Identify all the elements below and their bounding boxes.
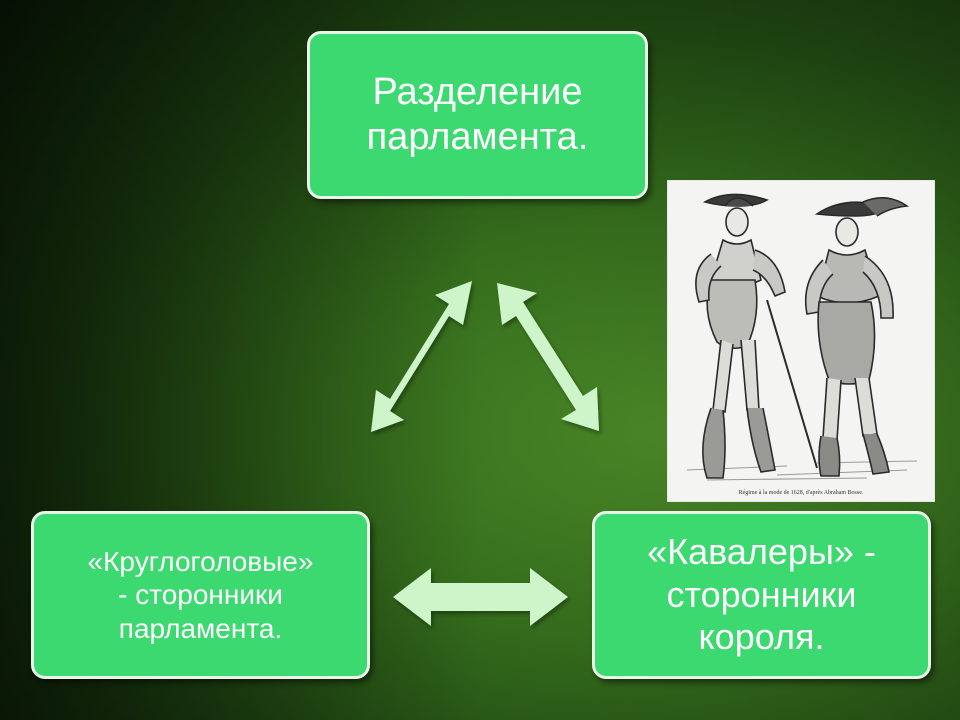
double-arrow-left-diagonal bbox=[371, 281, 472, 432]
cavaliers-engraving-image: Régime à la mode de 1628, d'après Abraha… bbox=[667, 180, 935, 502]
double-arrow-right-diagonal bbox=[497, 283, 599, 431]
node-parliament-split: Разделение парламента. bbox=[307, 31, 648, 199]
engraving-caption: Régime à la mode de 1628, d'après Abraha… bbox=[739, 490, 864, 496]
node-parliament-split-label: Разделение парламента. bbox=[366, 71, 589, 158]
cavalier-figure-right bbox=[804, 197, 910, 477]
cavalier-figure-left bbox=[695, 193, 818, 479]
node-roundheads: «Круглоголовые» - сторонники парламента. bbox=[31, 511, 370, 679]
node-cavaliers-label: «Кавалеры» - сторонники короля. bbox=[647, 531, 876, 658]
double-arrow-horizontal bbox=[393, 568, 568, 626]
node-roundheads-label: «Круглоголовые» - сторонники парламента. bbox=[87, 546, 314, 644]
node-cavaliers: «Кавалеры» - сторонники короля. bbox=[592, 511, 931, 679]
